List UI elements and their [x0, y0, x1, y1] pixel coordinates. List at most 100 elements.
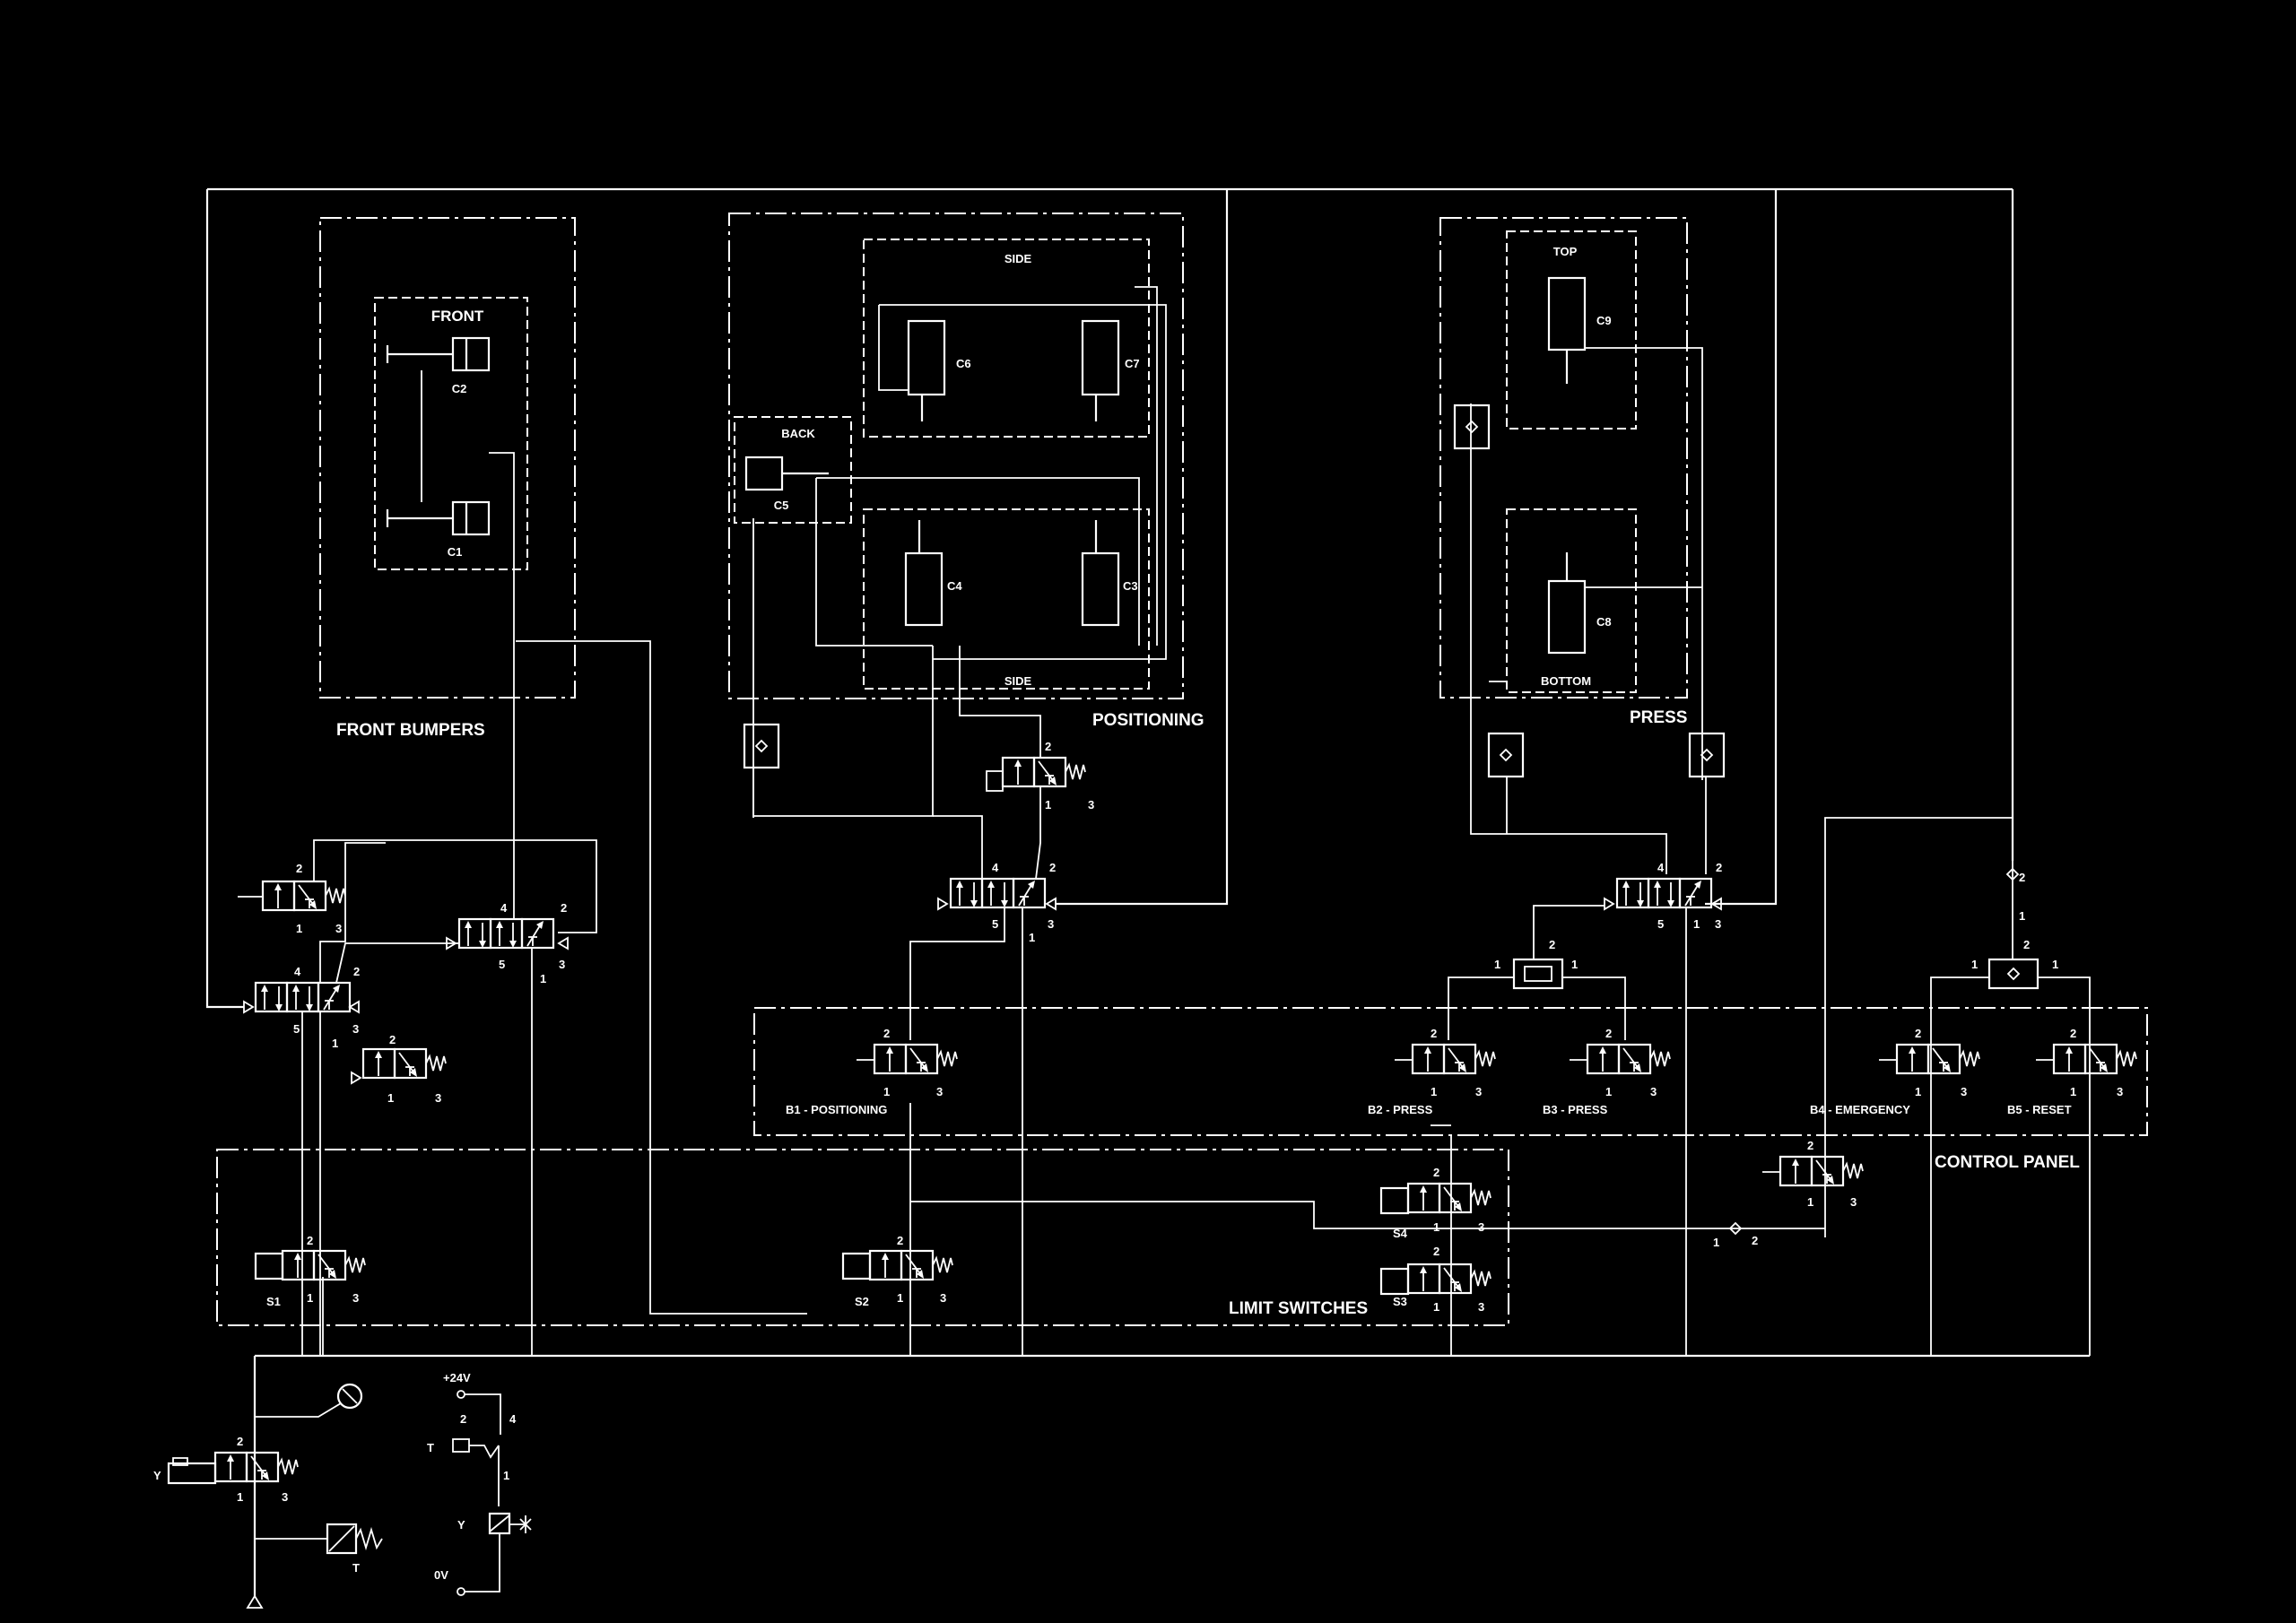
port-label: 2: [307, 1234, 313, 1247]
port-label: 4: [294, 965, 301, 978]
port-label: 1: [2070, 1085, 2076, 1098]
button-b3[interactable]: [1570, 1043, 1672, 1075]
bottom-subzone: [1506, 508, 1637, 693]
cylinder-c7: [1081, 319, 1120, 421]
port-label: 2: [1752, 1234, 1758, 1247]
cylinder-c8-label: C8: [1596, 615, 1612, 629]
port-label: 3: [1475, 1085, 1482, 1098]
positioning-zone: SIDE SIDE BACK C6 C7 C4 C3 C5 POSITI: [728, 213, 1205, 817]
front-bumpers-boundary: [319, 217, 576, 699]
port-labels: 2 1 3 4 2 5 1 3 4 2 5 1 3 2 1 3 2 1 3 4 …: [237, 740, 2123, 1504]
sensor-s2: [841, 1249, 954, 1281]
port-label: 1: [296, 922, 302, 935]
port-label: 2: [296, 862, 302, 875]
button-b4-label: B4 - EMERGENCY: [1810, 1103, 1910, 1116]
button-b3-label: B3 - PRESS: [1543, 1103, 1608, 1116]
sensor-s4-label: S4: [1393, 1227, 1408, 1240]
press-label: PRESS: [1630, 708, 1687, 727]
port-label: 3: [1088, 798, 1094, 812]
relay-contact-icon: [452, 1438, 470, 1453]
cylinder-c5: [744, 456, 829, 491]
positioning-label: POSITIONING: [1092, 711, 1205, 730]
port-label: 2: [883, 1027, 890, 1040]
port-label: 1: [387, 1091, 394, 1105]
port-label: 2: [1807, 1139, 1813, 1152]
port-label: 1: [1713, 1236, 1719, 1249]
positioning-boundary: [728, 213, 1184, 699]
port-label: 3: [1478, 1300, 1484, 1314]
port-label: 1: [1807, 1195, 1813, 1209]
sensor-s1: [254, 1249, 367, 1281]
supply-unit: [167, 1383, 383, 1555]
port-label: 3: [1478, 1220, 1484, 1234]
port-label: 3: [940, 1291, 946, 1305]
press-boundary: [1439, 217, 1688, 699]
valve-left-main: [243, 981, 360, 1013]
bottom-label: BOTTOM: [1541, 674, 1591, 688]
port-label: 1: [1431, 1085, 1437, 1098]
cylinder-c3: [1081, 520, 1120, 627]
port-label: 2: [353, 965, 360, 978]
pressure-gauge-icon: [336, 1383, 363, 1410]
port-label: 1: [237, 1490, 243, 1504]
back-label: BACK: [781, 427, 815, 440]
button-b2-label: B2 - PRESS: [1368, 1103, 1433, 1116]
port-label: 3: [1048, 917, 1054, 931]
cylinder-c6-label: C6: [956, 357, 971, 370]
plus-24v-label: +24V: [443, 1371, 471, 1384]
port-label: 3: [1961, 1085, 1967, 1098]
port-label: 1: [1494, 958, 1500, 971]
port-label: 3: [1715, 917, 1721, 931]
button-b5-label: B5 - RESET: [2007, 1103, 2072, 1116]
valve-positioning-main: [937, 877, 1057, 910]
port-label: 2: [1433, 1245, 1439, 1258]
port-label: 2: [389, 1033, 396, 1046]
valve-positioning-top: [986, 756, 1087, 792]
button-b2[interactable]: [1395, 1043, 1497, 1075]
cylinder-c5-label: C5: [774, 499, 789, 512]
button-b4[interactable]: [1879, 1043, 1981, 1075]
port-label: 4: [1657, 861, 1665, 874]
limit-switches-zone: LIMIT SWITCHES: [216, 1149, 1509, 1326]
port-label: 1: [1971, 958, 1978, 971]
limit-switches-boundary: [216, 1149, 1509, 1326]
port-label: 2: [1549, 938, 1555, 951]
port-label: 4: [500, 901, 508, 915]
port-label: 2: [561, 901, 567, 915]
supply-lines: [205, 187, 2090, 1609]
back-subzone: [734, 416, 852, 524]
button-b1[interactable]: [857, 1043, 959, 1075]
port-label: 2: [1915, 1027, 1921, 1040]
port-label: 2: [1433, 1166, 1439, 1179]
button-b1-label: B1 - POSITIONING: [786, 1103, 887, 1116]
solenoid-y-label: Y: [153, 1469, 161, 1482]
cylinder-c4: [904, 520, 944, 627]
port-label: 1: [2052, 958, 2058, 971]
sensor-s2-label: S2: [855, 1295, 869, 1308]
port-label: 3: [352, 1022, 359, 1036]
side-bottom-label: SIDE: [1004, 674, 1032, 688]
pressure-switch-t-label: T: [352, 1561, 360, 1575]
electrical-circuit: [452, 1390, 532, 1596]
port-label: 3: [2117, 1085, 2123, 1098]
port-label: 1: [307, 1291, 313, 1305]
port-label: 1: [1433, 1300, 1439, 1314]
port-label: 3: [435, 1091, 441, 1105]
port-label: 2: [1049, 861, 1056, 874]
port-label: 1: [1045, 798, 1051, 812]
port-label: 2: [1716, 861, 1722, 874]
port-label: 2: [2070, 1027, 2076, 1040]
port-label: 1: [1571, 958, 1578, 971]
limit-switches-label: LIMIT SWITCHES: [1229, 1299, 1368, 1318]
relay-port-2: 2: [460, 1412, 466, 1426]
button-b5[interactable]: [2036, 1043, 2138, 1075]
port-label: 3: [282, 1490, 288, 1504]
sensor-s1-label: S1: [266, 1295, 281, 1308]
port-label: 1: [332, 1037, 338, 1050]
port-label: 2: [237, 1435, 243, 1448]
front-subzone: [374, 297, 528, 570]
port-label: 2: [897, 1234, 903, 1247]
port-label: 1: [2019, 909, 2025, 923]
port-label: 2: [2019, 871, 2025, 884]
